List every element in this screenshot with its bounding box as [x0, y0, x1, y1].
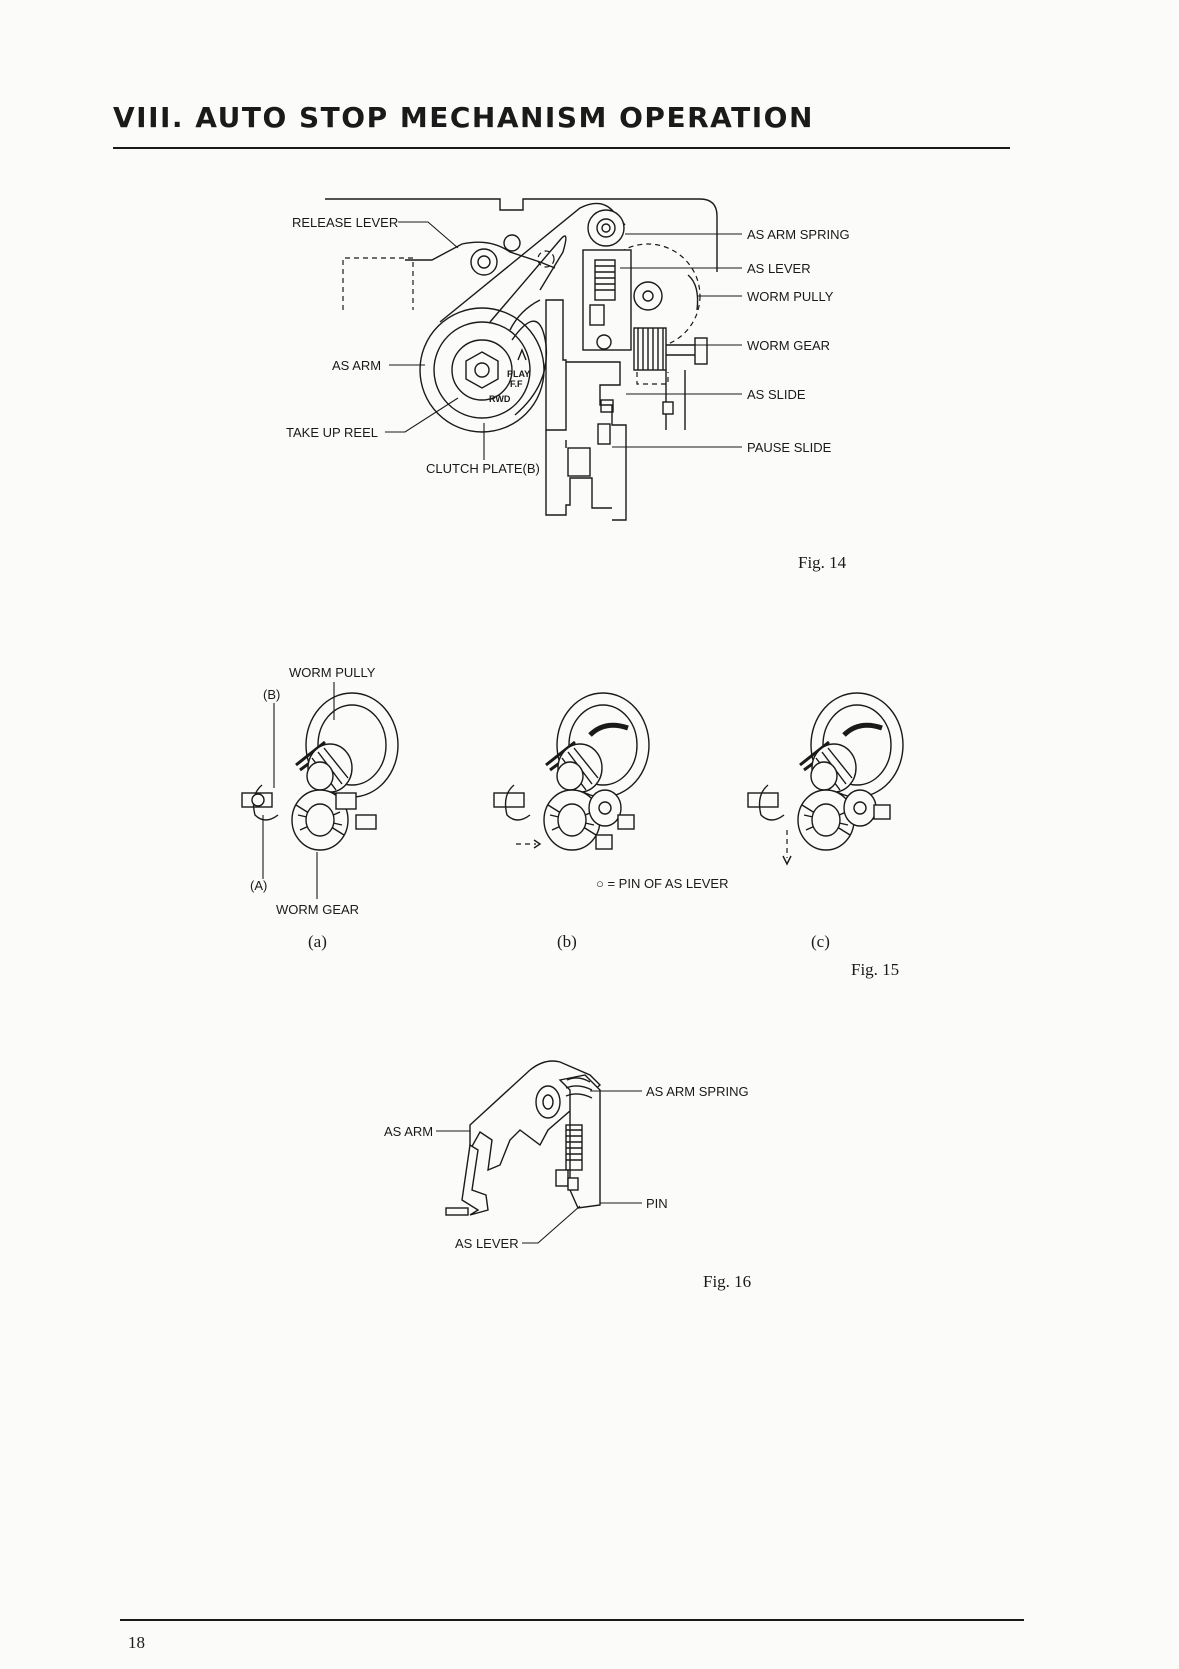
footer-rule: [120, 1619, 1024, 1621]
fig16-as-lever-label: AS LEVER: [455, 1236, 519, 1251]
fig16-as-arm-assembly: [446, 1061, 600, 1215]
fig16-caption: Fig. 16: [703, 1272, 751, 1292]
page-number: 18: [128, 1633, 145, 1653]
fig16-as-arm-label: AS ARM: [384, 1124, 433, 1139]
fig16-as-arm-spring-label: AS ARM SPRING: [646, 1084, 749, 1099]
fig16-pin-label: PIN: [646, 1196, 668, 1211]
fig16-diagram: AS ARM SPRING AS ARM PIN AS LEVER: [0, 0, 1179, 1300]
